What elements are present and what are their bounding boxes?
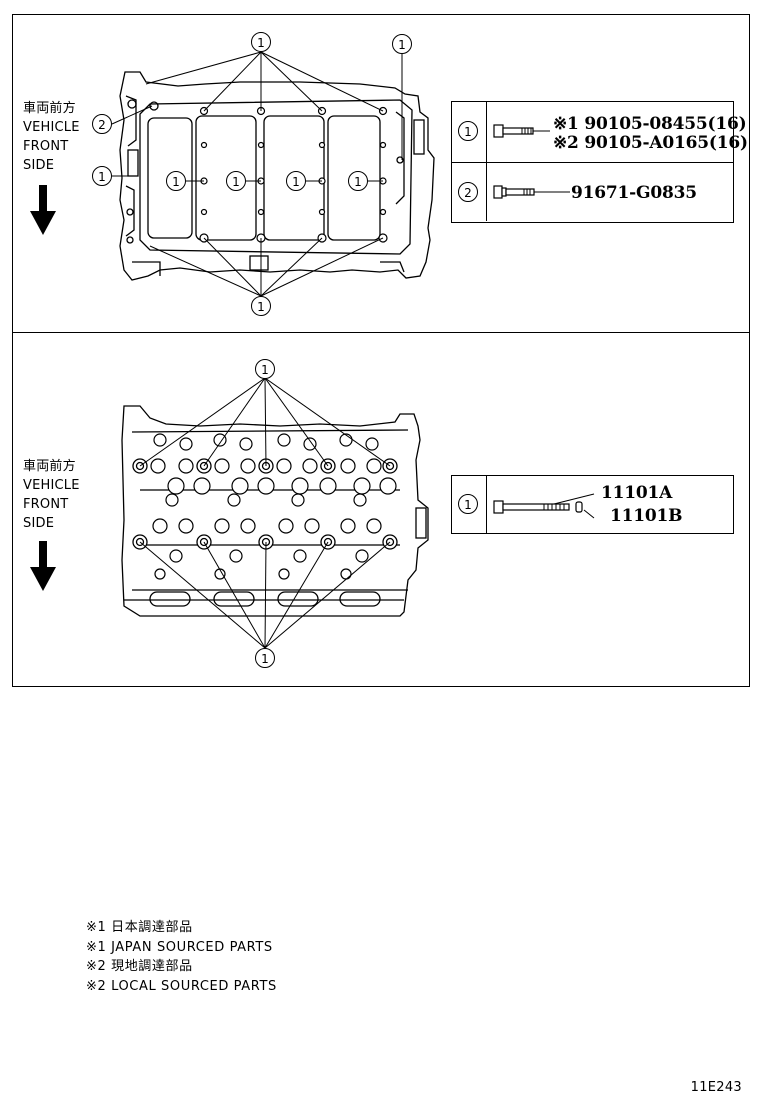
- side-label-side: SIDE: [23, 516, 55, 531]
- note-local-sourced-en: ※2 LOCAL SOURCED PARTS: [86, 978, 277, 994]
- parts-row-1: 1 11101A 11101B: [452, 476, 733, 533]
- callout-1-top: 1: [251, 32, 271, 52]
- side-label-side: SIDE: [23, 158, 55, 173]
- parts-table-bottom: 1 11101A 11101B: [451, 475, 734, 534]
- callout-1-right: 1: [392, 34, 412, 54]
- callout-1-left: 1: [92, 166, 112, 186]
- part-number-11101b: 11101B: [610, 506, 683, 526]
- callout-1-bottom: 1: [251, 296, 271, 316]
- bolt-icon: [493, 124, 550, 138]
- row-ref-cell: 1: [452, 102, 487, 162]
- callout-1-head-bottom: 1: [255, 648, 275, 668]
- side-label-jp: 車両前方: [23, 459, 76, 474]
- front-arrow-icon: [30, 541, 56, 591]
- vehicle-front-side-label: 車両前方 VEHICLE FRONT SIDE: [23, 99, 80, 175]
- side-label-front: FRONT: [23, 497, 69, 512]
- front-arrow-icon: [30, 185, 56, 235]
- side-label-jp: 車両前方: [23, 101, 76, 116]
- side-label-front: FRONT: [23, 139, 69, 154]
- side-label-vehicle: VEHICLE: [23, 120, 80, 135]
- cylinder-head-top-view-diagram: [121, 377, 429, 649]
- callout-2-left: 2: [92, 114, 112, 134]
- note-japan-sourced-jp: ※1 日本調達部品: [86, 920, 193, 935]
- row-ref-1: 1: [458, 494, 478, 514]
- cylinder-head-bottom-view-diagram: [111, 51, 435, 297]
- callout-1-cyl4: 1: [348, 171, 368, 191]
- parts-table-top: 1 ※1 90105-08455(16) ※2 90105-A0165(16) …: [451, 101, 748, 223]
- part-number-90105-a0165: ※2 90105-A0165(16): [553, 133, 748, 153]
- row-ref-1: 1: [458, 121, 478, 141]
- row-ref-cell: 2: [452, 163, 487, 221]
- parts-row-1: 1 ※1 90105-08455(16) ※2 90105-A0165(16): [452, 102, 748, 163]
- side-label-vehicle: VEHICLE: [23, 478, 80, 493]
- illustration-code: 11E243: [690, 1080, 742, 1095]
- note-japan-sourced-en: ※1 JAPAN SOURCED PARTS: [86, 939, 273, 955]
- head-bolt-and-washer-icon: [493, 493, 595, 519]
- callout-1-head-top: 1: [255, 359, 275, 379]
- callout-1-cyl2: 1: [226, 171, 246, 191]
- part-number-11101a: 11101A: [601, 483, 673, 503]
- vehicle-front-side-label: 車両前方 VEHICLE FRONT SIDE: [23, 457, 80, 533]
- part-number-91671-g0835: 91671-G0835: [571, 183, 697, 203]
- row-ref-2: 2: [458, 182, 478, 202]
- sourcing-notes: ※1 日本調達部品 ※1 JAPAN SOURCED PARTS ※2 現地調達…: [86, 918, 277, 996]
- callout-1-cyl1: 1: [166, 171, 186, 191]
- row-ref-cell: 1: [452, 476, 487, 533]
- parts-row-2: 2 91671-G0835: [452, 163, 733, 221]
- part-number-90105-08455: ※1 90105-08455(16): [553, 114, 747, 134]
- note-local-sourced-jp: ※2 現地調達部品: [86, 959, 193, 974]
- callout-1-cyl3: 1: [286, 171, 306, 191]
- flange-bolt-icon: [493, 185, 570, 199]
